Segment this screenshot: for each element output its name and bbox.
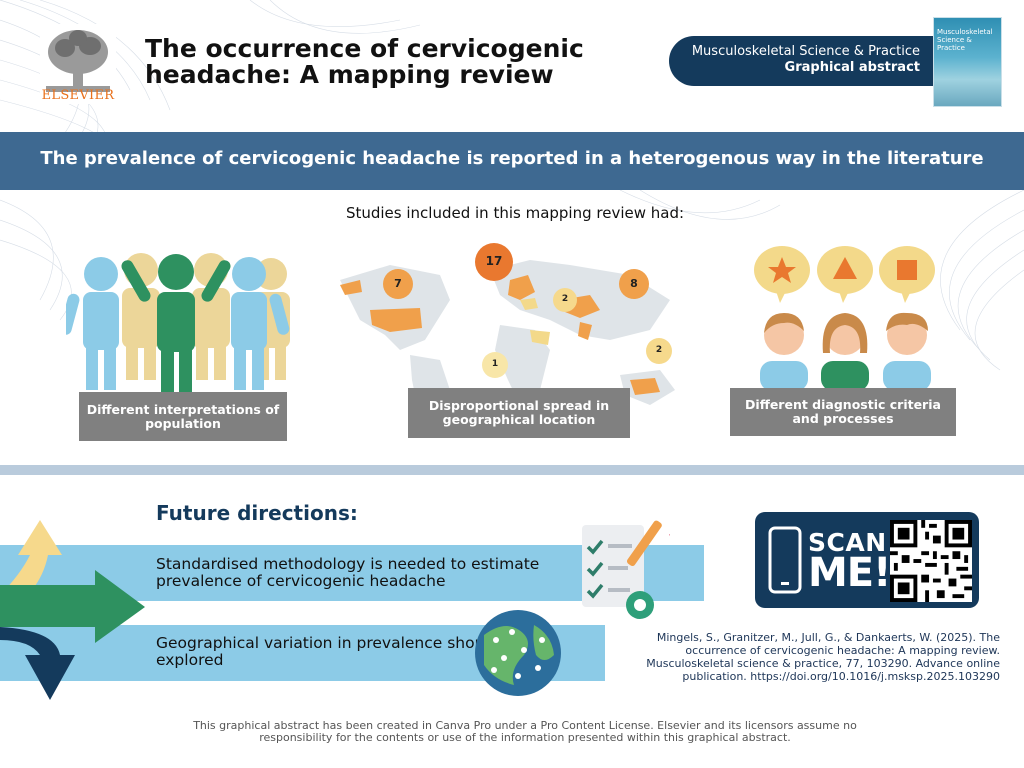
journal-name: Musculoskeletal Science & Practice (691, 44, 920, 59)
direction-item-1: Standardised methodology is needed to es… (156, 555, 540, 590)
checklist-icon (582, 520, 670, 619)
elsevier-tree-icon (40, 24, 116, 104)
europe-count: 17 (485, 254, 503, 268)
key-message-text: The prevalence of cervicogenic headache … (40, 148, 984, 169)
africa-count-marker (482, 352, 508, 378)
asia-count: 8 (630, 277, 638, 290)
journal-cover (933, 17, 1002, 107)
key-message-banner (0, 132, 1024, 190)
studies-subtitle: Studies included in this mapping review … (345, 204, 685, 222)
europe-count-marker (475, 243, 513, 281)
caption-diagnostic: Different diagnostic criteria and proces… (730, 388, 956, 436)
world-map-icon (340, 260, 675, 418)
qr-code-icon[interactable] (890, 520, 972, 602)
oceania-count: 2 (655, 345, 663, 355)
footer-disclaimer: This graphical abstract has been created… (193, 719, 857, 744)
journal-pill (669, 36, 959, 86)
direction-item-2: Geographical variation in prevalence sho… (156, 634, 523, 669)
middle-east-count-marker (553, 288, 577, 312)
cover-title: Musculoskeletal Science & Practice (937, 28, 993, 52)
north-america-count: 7 (394, 277, 402, 290)
asia-count-marker (619, 269, 649, 299)
middle-east-count: 2 (561, 294, 569, 304)
page-title: The occurrence of cervicogenic headache:… (145, 34, 584, 89)
arrows-icon (0, 520, 145, 700)
journal-subtitle: Graphical abstract (784, 60, 920, 75)
scan-label: SCAN (808, 528, 887, 557)
north-america-count-marker (383, 269, 413, 299)
caption-geography: Disproportional spread in geographical l… (408, 388, 630, 438)
people-group-icon (66, 253, 290, 393)
caption-population: Different interpretations of population (79, 392, 287, 441)
oceania-count-marker (646, 338, 672, 364)
section-divider (0, 465, 1024, 475)
diagnostic-people-icon (754, 246, 935, 391)
phone-icon (768, 526, 802, 594)
citation: Mingels, S., Granitzer, M., Jull, G., & … (646, 631, 1000, 683)
africa-count: 1 (491, 359, 499, 369)
me-label: ME! (808, 550, 891, 596)
elsevier-logo-text: ELSEVIER (41, 88, 115, 103)
globe-people-icon (475, 610, 561, 696)
future-directions-title: Future directions: (156, 501, 358, 525)
